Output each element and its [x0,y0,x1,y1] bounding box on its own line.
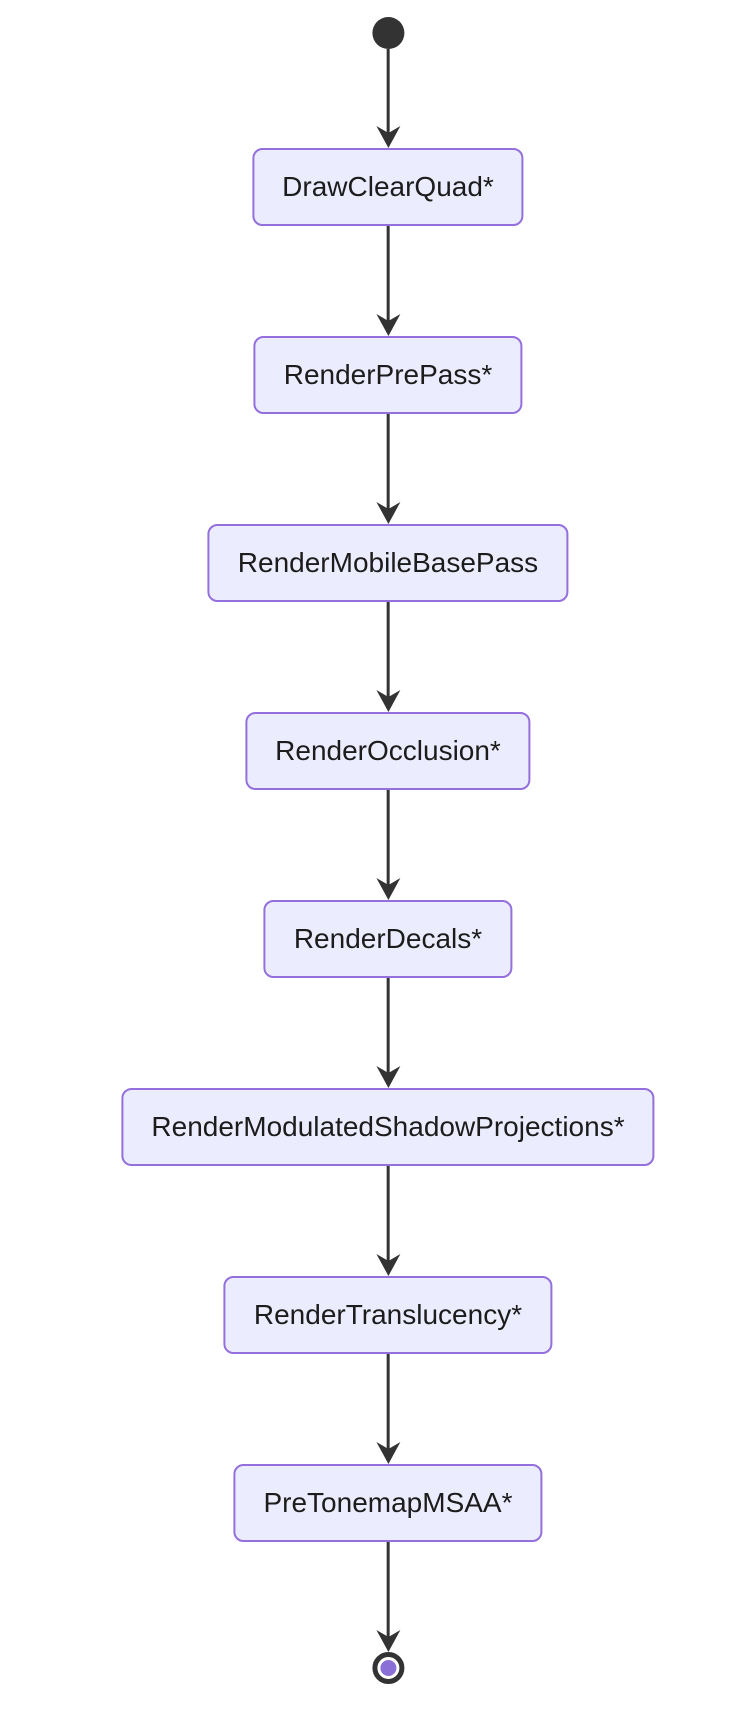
arrow-shaft [386,602,390,702]
node-pretonemapmsaa: PreTonemapMSAA* [233,1464,543,1542]
end-state-core-icon [380,1660,396,1676]
node-rendertranslucency: RenderTranslucency* [223,1276,553,1354]
node-renderprepass: RenderPrePass* [253,336,523,414]
arrow-shaft [386,1166,390,1266]
node-drawclearquad: DrawClearQuad* [252,148,524,226]
arrow-down-icon [374,1542,402,1652]
arrow-shaft [386,1354,390,1454]
arrowhead-icon [376,126,400,148]
arrow-down-icon [374,49,402,148]
end-state-icon [372,1652,404,1684]
arrow-down-icon [374,226,402,336]
arrow-shaft [386,790,390,890]
node-rendermodulatedshadowprojections: RenderModulatedShadowProjections* [121,1088,655,1166]
flow-diagram: DrawClearQuad* RenderPrePass* RenderMobi… [121,0,655,1684]
arrowhead-icon [376,314,400,336]
arrow-shaft [386,226,390,326]
arrowhead-icon [376,878,400,900]
node-renderdecals: RenderDecals* [263,900,513,978]
arrow-down-icon [374,1166,402,1276]
arrow-down-icon [374,1354,402,1464]
arrow-shaft [386,414,390,514]
arrowhead-icon [376,690,400,712]
arrow-down-icon [374,790,402,900]
arrowhead-icon [376,1630,400,1652]
arrow-down-icon [374,978,402,1088]
start-state-icon [372,17,404,49]
node-renderocclusion: RenderOcclusion* [245,712,531,790]
arrowhead-icon [376,1442,400,1464]
arrowhead-icon [376,1066,400,1088]
arrow-shaft [386,49,390,138]
arrow-shaft [386,1542,390,1642]
arrow-shaft [386,978,390,1078]
arrowhead-icon [376,1254,400,1276]
arrow-down-icon [374,602,402,712]
arrow-down-icon [374,414,402,524]
node-rendermobilebasepass: RenderMobileBasePass [207,524,569,602]
arrowhead-icon [376,502,400,524]
